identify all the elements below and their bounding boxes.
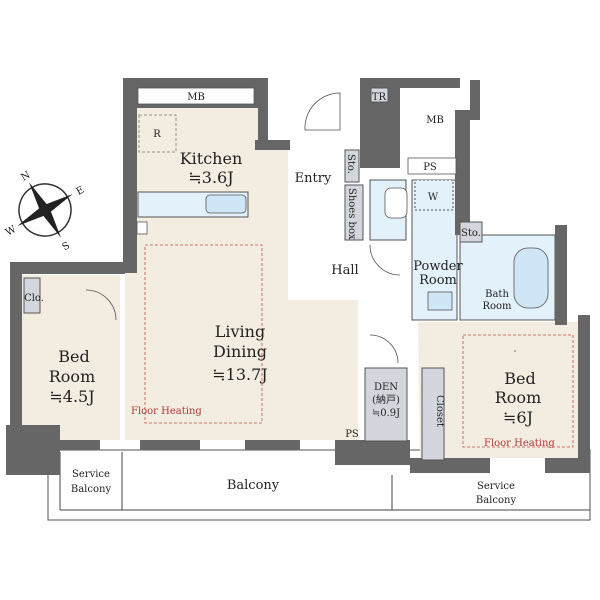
label-mb-left: MB xyxy=(187,92,205,103)
label-balcony: Balcony xyxy=(227,478,280,493)
label-hall: Hall xyxy=(331,263,358,278)
label-bed-left-2: Room xyxy=(49,367,95,386)
label-bed-left-size: ≒4.5J xyxy=(49,387,94,406)
label-bath-room-1: Bath xyxy=(485,289,509,300)
label-r: R xyxy=(153,129,161,140)
balconies xyxy=(47,449,591,521)
label-clo: Clo. xyxy=(24,293,44,304)
label-sto-1: Sto. xyxy=(345,154,356,174)
label-bed-left-1: Bed xyxy=(58,347,89,366)
label-closet: Closet xyxy=(434,395,445,427)
label-powder-room-1: Powder xyxy=(413,259,463,274)
label-service-balcony-left-2: Balcony xyxy=(71,484,112,495)
label-living-size: ≒13.7J xyxy=(212,365,267,384)
label-floor-heating-living: Floor Heating xyxy=(131,406,202,417)
label-service-balcony-right-2: Balcony xyxy=(476,495,517,506)
compass-s: S xyxy=(61,240,73,253)
label-den-size: ≒0.9J xyxy=(372,408,400,419)
label-entry: Entry xyxy=(295,171,332,186)
label-living-1: Living xyxy=(215,322,265,341)
label-mb-right: MB xyxy=(426,115,444,126)
floor-heating-area-bedroom xyxy=(462,334,574,448)
label-service-balcony-right-1: Service xyxy=(477,481,515,492)
label-ps-bottom: PS xyxy=(345,429,359,440)
label-service-balcony-left-1: Service xyxy=(72,469,110,480)
label-sto-2: Sto. xyxy=(461,228,481,239)
label-floor-heating-bed: Floor Heating xyxy=(484,438,555,449)
fixtures xyxy=(23,87,549,461)
label-living-2: Dining xyxy=(213,342,267,361)
label-ps-top: PS xyxy=(423,162,437,173)
label-den: DEN xyxy=(374,382,398,393)
floor-heating-area-living xyxy=(144,244,263,424)
label-shoes-box: Shoes box xyxy=(346,188,357,240)
label-bed-right-1: Bed xyxy=(504,369,535,388)
label-kitchen: Kitchen xyxy=(180,149,243,168)
label-tr: TR xyxy=(372,92,387,103)
label-bed-right-size: ≒6J xyxy=(503,408,533,427)
room-labels: MB MB TR R Kitchen ≒3.6J Entry Sto. Shoe… xyxy=(24,92,555,506)
label-den-sub: (納戸) xyxy=(372,393,400,406)
label-bath-room-2: Room xyxy=(482,301,512,312)
compass-n: N xyxy=(19,170,32,184)
compass: N S E W xyxy=(4,170,86,254)
doors xyxy=(85,92,516,364)
label-w: W xyxy=(428,192,439,203)
label-kitchen-size: ≒3.6J xyxy=(188,168,233,187)
walls xyxy=(6,78,590,475)
label-powder-room-2: Room xyxy=(419,273,457,288)
compass-e: E xyxy=(74,185,86,198)
label-bed-right-2: Room xyxy=(495,388,541,407)
compass-w: W xyxy=(4,224,19,239)
